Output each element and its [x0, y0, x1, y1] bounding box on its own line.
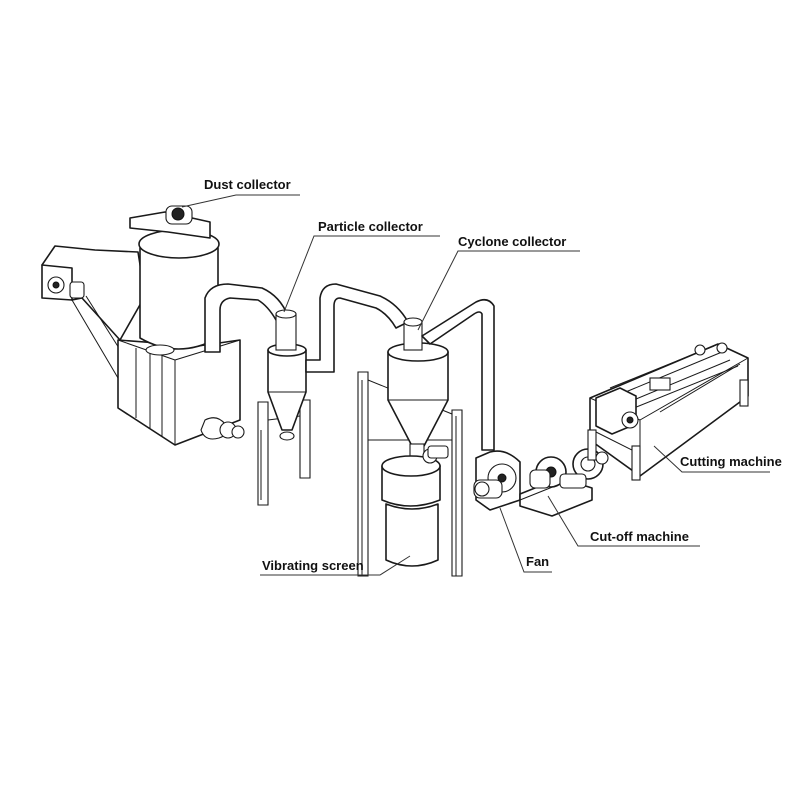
fan	[473, 450, 521, 511]
leader-dust-collector	[181, 194, 300, 208]
leader-cut-off-machine	[547, 495, 700, 547]
inclined-conveyor	[41, 245, 146, 379]
label-vibrating-screen: Vibrating screen	[262, 558, 364, 573]
leader-cutting-machine	[653, 445, 770, 473]
label-particle-collector: Particle collector	[318, 219, 423, 234]
leader-vibrating-screen	[260, 555, 411, 576]
leader-cyclone-collector	[417, 250, 580, 331]
label-dust-collector: Dust collector	[204, 177, 291, 192]
labels: Dust collector Particle collector Cyclon…	[204, 177, 782, 573]
dust-collector	[117, 205, 245, 446]
leader-fan	[499, 507, 552, 573]
label-fan: Fan	[526, 554, 549, 569]
label-cyclone-collector: Cyclone collector	[458, 234, 566, 249]
leader-lines	[181, 194, 770, 576]
cut-off-machine	[519, 448, 609, 517]
label-cutting-machine: Cutting machine	[680, 454, 782, 469]
particle-collector	[257, 309, 311, 506]
cutting-machine	[587, 342, 749, 481]
label-cut-off-machine: Cut-off machine	[590, 529, 689, 544]
duct-particle-to-cyclone	[305, 283, 409, 373]
vibrating-screen	[381, 443, 449, 567]
cyclone-collector	[357, 298, 495, 577]
leader-particle-collector	[283, 235, 440, 313]
